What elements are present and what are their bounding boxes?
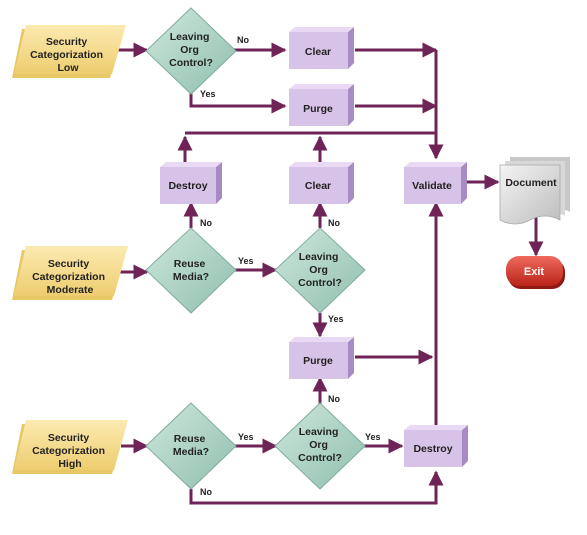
arrow-reuse-high-no [189,470,444,505]
process-purge-bottom-label: Purge [303,355,333,367]
input-high-line3: High [58,458,81,470]
input-high-line2: Categorization [32,445,105,457]
process-purge-top: Purge [289,84,354,126]
edge-label-clear-no: No [328,218,340,228]
exit-terminal: Exit [506,256,565,289]
edge-label-purge-no: No [328,394,340,404]
decision-leaving-high-line1: Leaving [299,426,339,438]
decision-leaving-moderate-line2: Org [309,264,328,276]
connectors [115,42,544,505]
edge-label-destroy-no: No [200,218,212,228]
process-validate-label: Validate [412,180,452,192]
svg-text:Reuse Media?: Reuse Media? [173,258,209,283]
process-destroy-bottom: Destroy [404,425,468,467]
input-moderate-line1: Security [48,258,90,270]
svg-text:Security Categorization: Security Categorization Moderate [32,258,108,296]
process-purge-bottom: Purge [289,337,354,379]
process-purge-top-label: Purge [303,103,333,115]
svg-text:Leaving Org Contro: Leaving Org Control? [298,426,342,464]
process-clear-mid: Clear [289,162,354,204]
decision-leaving-low: Leaving Org Control? [145,7,237,95]
process-clear-mid-label: Clear [305,180,331,192]
decision-leaving-high-line2: Org [309,439,328,451]
input-moderate-line2: Categorization [32,271,105,283]
edge-label-high-leave-yes: Yes [365,432,381,442]
input-low: Security Categorization Low [12,25,126,78]
svg-text:Leaving Org Contro: Leaving Org Control? [169,31,213,69]
input-moderate-line3: Moderate [47,284,94,296]
edge-label-moderate-leave-yes: Yes [328,314,344,324]
process-clear-top-label: Clear [305,46,331,58]
document-shape: Document [499,157,570,225]
decision-reuse-high-line1: Reuse [174,433,206,445]
edge-label-low-no: No [237,35,249,45]
decision-leaving-high: Leaving Org Control? [274,402,366,490]
process-destroy-mid: Destroy [160,162,222,204]
input-high: Security Categorization High [12,420,128,474]
decision-reuse-moderate-line1: Reuse [174,258,206,270]
document-label: Document [505,177,557,189]
edge-label-high-yes: Yes [238,432,254,442]
arrow-low-yes-to-purge [189,93,287,114]
decision-leaving-moderate: Leaving Org Control? [274,227,366,314]
decision-reuse-moderate: Reuse Media? [145,227,237,314]
process-destroy-bottom-label: Destroy [413,443,452,455]
decision-leaving-low-line3: Control? [169,57,213,69]
decision-leaving-low-line1: Leaving [170,31,210,43]
decision-leaving-moderate-line3: Control? [298,277,342,289]
input-high-line1: Security [48,432,90,444]
input-low-line2: Categorization [30,49,103,61]
input-low-line3: Low [58,62,80,74]
input-low-line1: Security [46,36,88,48]
decision-leaving-moderate-line1: Leaving [299,251,339,263]
process-destroy-mid-label: Destroy [168,180,207,192]
exit-label: Exit [524,266,545,278]
edge-label-low-yes: Yes [200,89,216,99]
process-validate: Validate [404,162,467,204]
decision-leaving-high-line3: Control? [298,452,342,464]
svg-text:Reuse Media?: Reuse Media? [173,433,209,458]
decision-leaving-low-line2: Org [180,44,199,56]
decision-reuse-high: Reuse Media? [145,402,237,490]
edge-label-moderate-yes: Yes [238,256,254,266]
edge-label-high-no: No [200,487,212,497]
svg-text:Leaving Org Contro: Leaving Org Control? [298,251,342,289]
decision-reuse-high-line2: Media? [173,446,209,458]
svg-text:Security Categorization: Security Categorization Low [30,36,106,74]
decision-reuse-moderate-line2: Media? [173,271,209,283]
process-clear-top: Clear [289,27,354,69]
input-moderate: Security Categorization Moderate [12,246,128,300]
svg-text:Security Categorization: Security Categorization High [32,432,108,470]
edge-labels: No Yes No No Yes Yes No Yes Yes No [200,35,381,497]
